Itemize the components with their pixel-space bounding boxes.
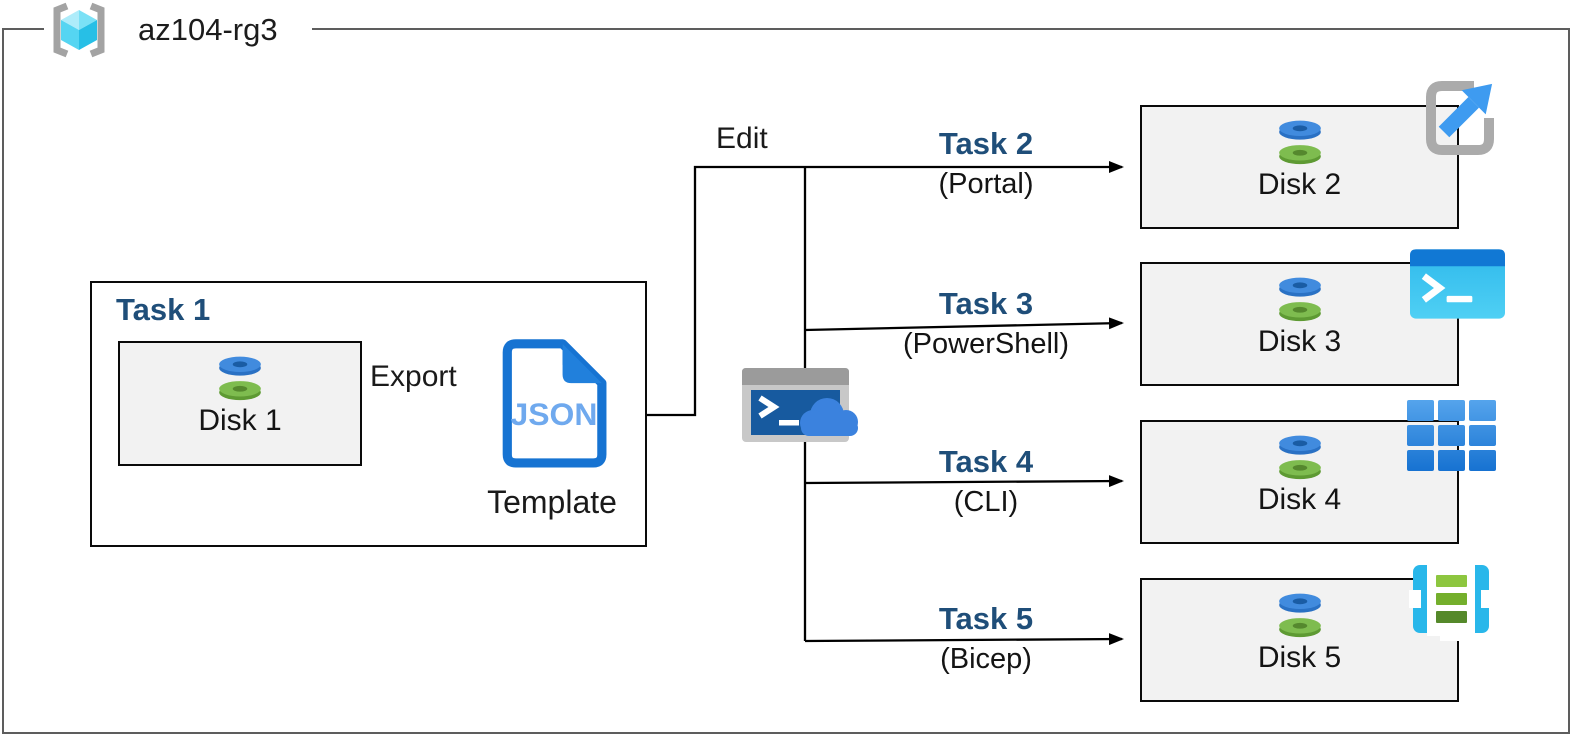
resource-group-border	[2, 28, 1570, 734]
disk1-label: Disk 1	[198, 404, 282, 437]
disk5-box: Disk 5	[1140, 578, 1459, 702]
template-label: Template	[487, 484, 617, 520]
resource-group-icon	[53, 2, 105, 58]
task5-name: Task 5	[938, 601, 1034, 636]
powershell-terminal-icon	[1410, 249, 1505, 319]
portal-launch-icon	[1426, 81, 1494, 155]
managed-disk-icon	[1278, 435, 1321, 480]
managed-disk-icon	[1278, 120, 1321, 165]
task5-label-group: Task 5 (Bicep)	[826, 599, 1146, 679]
cli-grid-icon	[1407, 400, 1496, 471]
disk3-label: Disk 3	[1257, 325, 1342, 358]
task2-label-group: Task 2 (Portal)	[826, 124, 1146, 204]
task3-name: Task 3	[938, 286, 1034, 321]
edit-label: Edit	[716, 122, 768, 155]
bicep-template-icon	[1409, 557, 1493, 641]
task2-name: Task 2	[938, 126, 1034, 161]
task3-label-group: Task 3 (PowerShell)	[826, 284, 1146, 364]
task4-label-group: Task 4 (CLI)	[826, 442, 1146, 522]
disk4-box: Disk 4	[1140, 420, 1459, 544]
task5-method: (Bicep)	[940, 643, 1032, 675]
json-file-icon: JSON	[502, 339, 607, 468]
disk2-label: Disk 2	[1257, 168, 1342, 201]
export-label: Export	[370, 360, 457, 393]
managed-disk-icon	[219, 356, 261, 401]
task2-method: (Portal)	[938, 168, 1034, 200]
disk4-label: Disk 4	[1257, 483, 1342, 516]
task4-method: (CLI)	[953, 486, 1019, 518]
managed-disk-icon	[1278, 593, 1321, 638]
resource-group-titlebar: az104-rg3	[44, 0, 312, 60]
task4-name: Task 4	[938, 444, 1034, 479]
task3-method: (PowerShell)	[903, 328, 1069, 360]
disk3-box: Disk 3	[1140, 262, 1459, 386]
disk5-label: Disk 5	[1257, 641, 1342, 674]
cloud-shell-icon	[742, 368, 858, 442]
managed-disk-icon	[1278, 277, 1321, 322]
json-text: JSON	[510, 396, 597, 432]
disk1-box: Disk 1	[118, 341, 362, 466]
task1-title: Task 1	[116, 292, 211, 327]
disk2-box: Disk 2	[1140, 105, 1459, 229]
resource-group-name: az104-rg3	[138, 12, 278, 47]
